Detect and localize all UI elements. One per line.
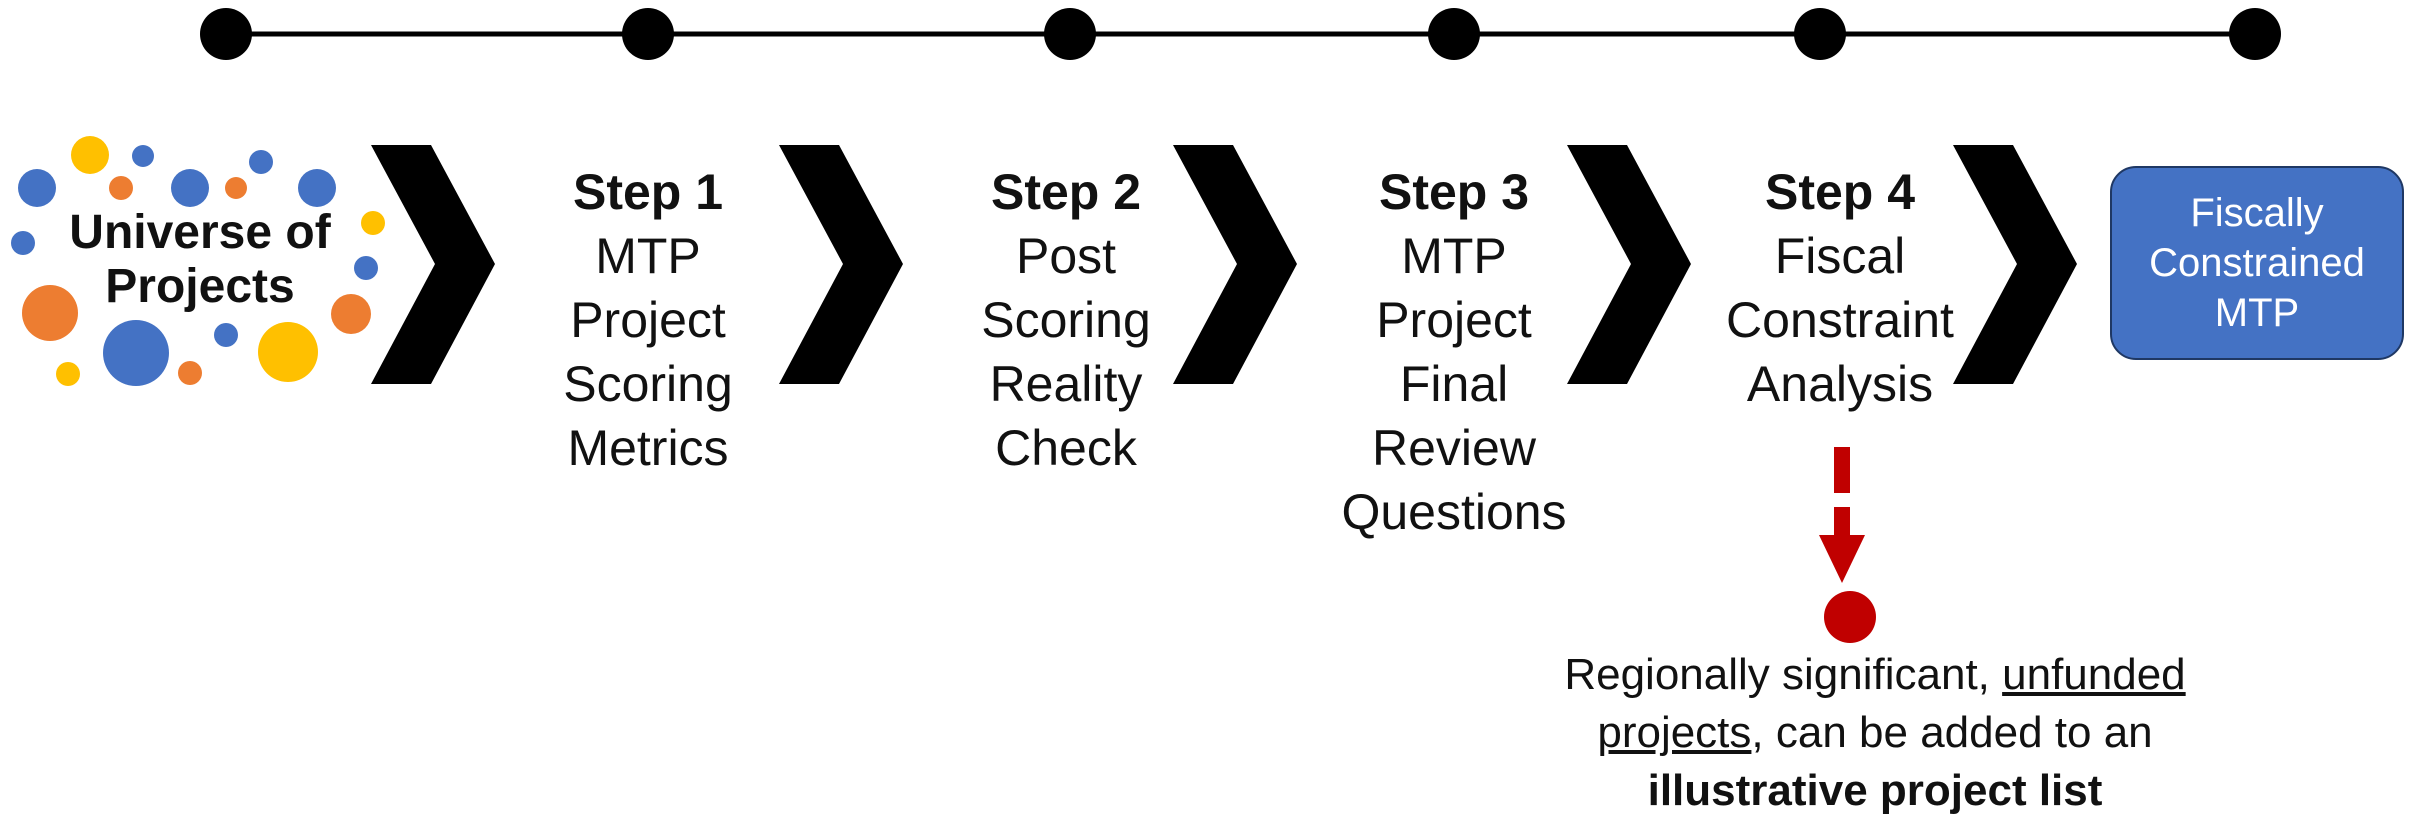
illustrative-arrow [1819,447,1876,643]
chevron-right-icon [1567,145,1691,384]
dot [56,362,80,386]
dot [71,136,109,174]
dot [249,150,273,174]
note-text: Regionally significant, [1564,650,2003,699]
step-title: Step 1 [572,164,724,220]
timeline-node-3 [1044,8,1096,60]
arrow-end-dot [1824,591,1876,643]
universe-label-line: Projects [105,260,295,313]
timeline-node-5 [1794,8,1846,60]
timeline [200,8,2281,60]
dot [225,177,247,199]
dot [103,320,169,386]
step-title: Step 2 [990,164,1142,220]
step-text-line: Final [1399,356,1509,412]
step-text-line: Project [1376,292,1532,348]
step-text-line: Project [570,292,726,348]
illustrative-note: Regionally significant, unfunded project… [1490,646,2260,820]
arrow-dash [1834,447,1850,493]
step-text-line: MTP [1401,228,1507,284]
timeline-node-6 [2229,8,2281,60]
universe-label: Universe of Projects [35,206,365,314]
step-text-line: Check [995,420,1137,476]
step-4: Step 4 Fiscal Constraint Analysis [1685,160,1995,416]
dot [22,285,78,341]
dot [132,145,154,167]
dot [214,323,238,347]
timeline-node-4 [1428,8,1480,60]
box-text-line: Constrained [2149,241,2365,285]
dot [11,231,35,255]
fiscally-constrained-mtp-box: Fiscally Constrained MTP [2110,166,2404,360]
dot [258,322,318,382]
chevron-right-icon [371,145,495,384]
step-text-line: Review [1372,420,1536,476]
timeline-node-2 [622,8,674,60]
chevron-right-icon [1173,145,1297,384]
step-text-line: Metrics [567,420,729,476]
dot [18,169,56,207]
chevron-right-icon [1953,145,2077,384]
timeline-node-1 [200,8,252,60]
step-text-line: Reality [989,356,1143,412]
dot [331,294,371,334]
note-bold-text: illustrative project list [1647,766,2103,815]
note-text: , can be added to an [1751,708,2153,757]
step-1: Step 1 MTP Project Scoring Metrics [523,160,773,480]
box-text-line: MTP [2214,291,2300,335]
step-title: Step 3 [1378,164,1530,220]
step-text-line: MTP [595,228,701,284]
dot [178,361,202,385]
step-2: Step 2 Post Scoring Reality Check [941,160,1191,480]
dot [171,169,209,207]
step-text-line: Scoring [563,356,733,412]
universe-dots [11,136,385,386]
dot [298,169,336,207]
step-text-line: Scoring [981,292,1151,348]
step-text-line: Constraint [1726,292,1954,348]
dot [109,176,133,200]
universe-label-line: Universe of [69,206,331,259]
arrow-down-icon [1819,535,1865,583]
chevrons [371,145,2077,384]
step-text-line: Analysis [1746,356,1934,412]
box-text-line: Fiscally [2190,191,2324,235]
step-text-line: Fiscal [1774,228,1906,284]
arrow-dash [1834,507,1850,535]
step-text-line: Questions [1341,484,1567,540]
step-text-line: Post [1015,228,1117,284]
chevron-right-icon [779,145,903,384]
step-title: Step 4 [1764,164,1916,220]
step-3: Step 3 MTP Project Final Review Question… [1309,160,1599,544]
dot [361,211,385,235]
dot [354,256,378,280]
note-underlined-text: unfunded projects [1597,650,2186,757]
